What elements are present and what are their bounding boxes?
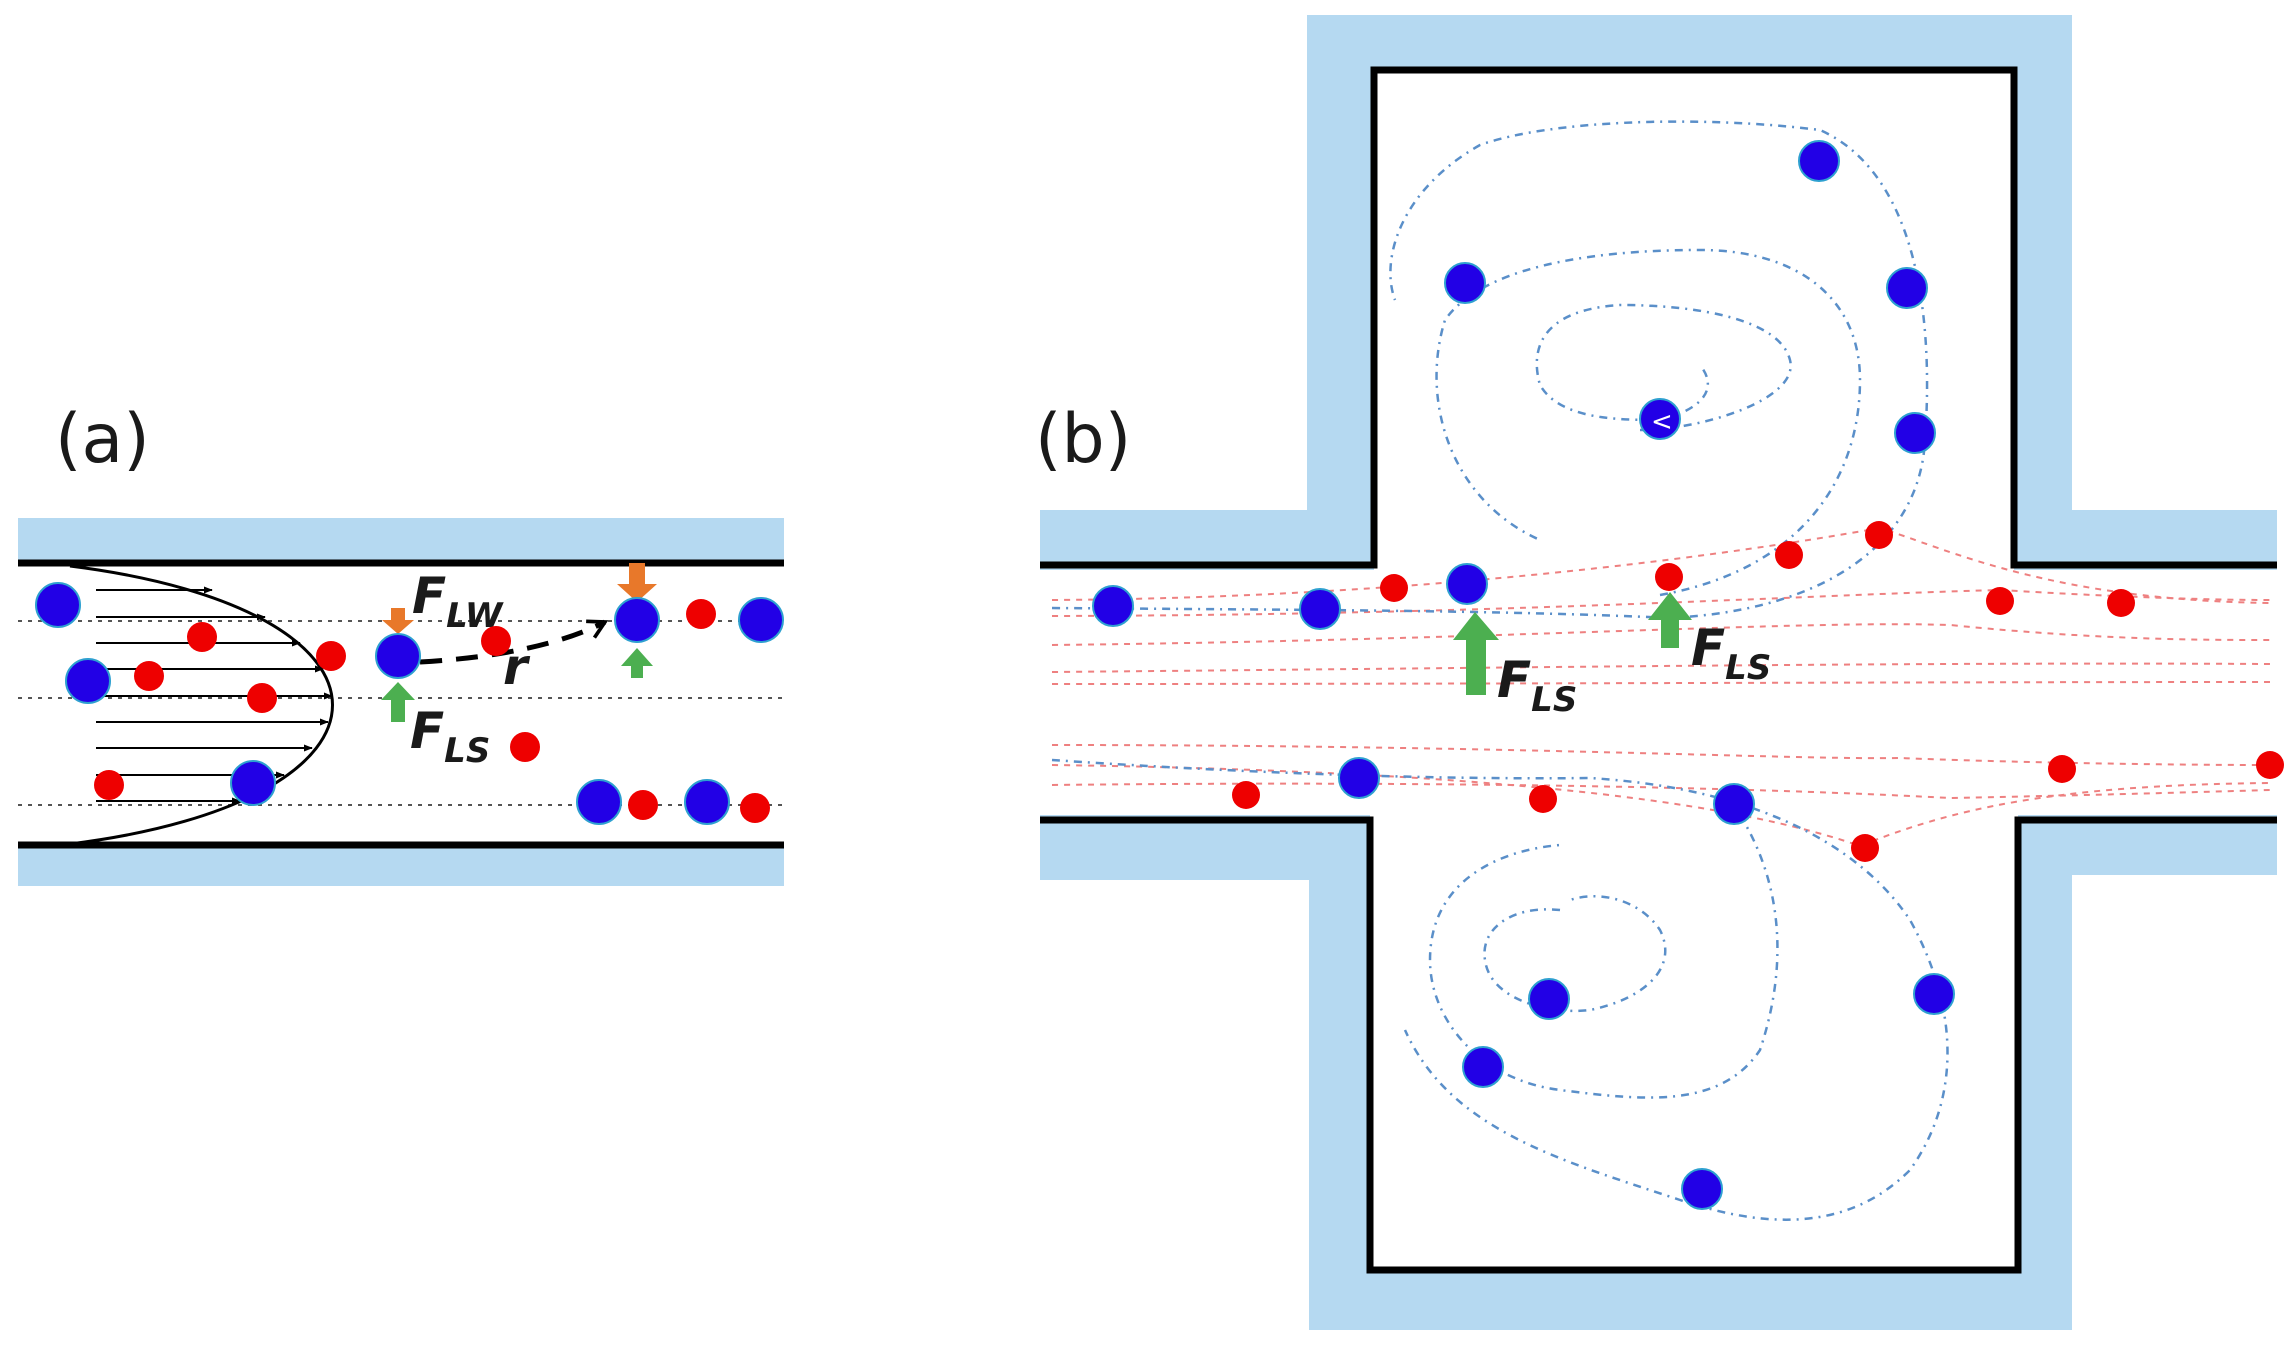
large-particle-trajectories: [1051, 120, 1949, 1221]
small-particles-a: [94, 599, 770, 823]
chamber-upper-boundary: [1040, 66, 2277, 569]
red-trajectory: [1051, 681, 2271, 685]
large-particle: [35, 582, 81, 628]
small-particle: [628, 790, 658, 820]
shear-lift-force-label-b2: FLS: [1691, 619, 1771, 688]
wall-lift-force-label: FLW: [412, 567, 504, 636]
lower-vortex-middle: [1428, 814, 1779, 1099]
red-trajectory: [1051, 588, 2271, 617]
small-particle: [247, 683, 277, 713]
shear-lift-arrow: [1648, 592, 1692, 648]
wall-lift-arrow: [617, 563, 657, 602]
small-particle: [187, 622, 217, 652]
small-particle: [1380, 574, 1408, 602]
channel-a-bottom-wall: [18, 844, 784, 886]
vortex-core-marker: <: [1651, 407, 1673, 437]
small-particle: [1655, 563, 1683, 591]
small-particle: [1775, 541, 1803, 569]
shear-lift-force-label-a: FLS: [410, 702, 490, 771]
large-particle: [1798, 140, 1840, 182]
large-particle: [684, 779, 730, 825]
small-particle: [1986, 587, 2014, 615]
small-particle: [510, 732, 540, 762]
large-particle: [1092, 585, 1134, 627]
large-particle: [1338, 757, 1380, 799]
small-particle: [1529, 785, 1557, 813]
channel-a-top-wall: [18, 518, 784, 564]
small-particles-b: [1232, 521, 2284, 862]
lower-vortex-outer: [1051, 758, 1949, 1221]
small-particle: [2048, 755, 2076, 783]
small-particle: [1851, 834, 1879, 862]
panel-a-label: (a): [55, 400, 150, 479]
small-particle: [1865, 521, 1893, 549]
panel-a: (a) FLW FLS r: [18, 400, 784, 886]
large-particle: [65, 658, 111, 704]
chamber-lower-boundary: [1040, 816, 2277, 1274]
small-particle: [1232, 781, 1260, 809]
panel-b-label: (b): [1035, 400, 1131, 479]
large-particle: [576, 779, 622, 825]
large-particle: [1528, 978, 1570, 1020]
large-particle: [1886, 267, 1928, 309]
red-trajectory: [1051, 744, 2271, 766]
large-particle: [1446, 563, 1488, 605]
large-particle: [614, 597, 660, 643]
lower-vortex-inner: [1483, 895, 1667, 1013]
large-particles-b: [1092, 140, 1955, 1210]
large-particle: [230, 760, 276, 806]
expansion-chamber-upper-wall: [1040, 15, 2277, 570]
small-particle: [316, 641, 346, 671]
red-trajectory: [1051, 526, 2271, 604]
small-particle: [2107, 589, 2135, 617]
wall-lift-arrow: [382, 608, 414, 634]
large-particle: [1462, 1046, 1504, 1088]
velocity-profile: [69, 564, 334, 846]
small-particle: [686, 599, 716, 629]
large-particle: [1681, 1168, 1723, 1210]
large-particle: [1913, 973, 1955, 1015]
shear-lift-arrow: [621, 648, 653, 678]
large-particle: [1444, 262, 1486, 304]
large-particle: [738, 597, 784, 643]
small-particle: [134, 661, 164, 691]
large-particle: [1299, 588, 1341, 630]
red-trajectory: [1051, 662, 2271, 673]
shear-lift-arrow: [1453, 612, 1499, 695]
large-particle: [1713, 783, 1755, 825]
expansion-chamber-lower-wall: [1040, 815, 2277, 1330]
shear-lift-force-label-b1: FLS: [1497, 651, 1577, 720]
small-particle: [2256, 751, 2284, 779]
large-particle: [375, 633, 421, 679]
upper-vortex-middle: [1435, 248, 1862, 597]
small-particle: [94, 770, 124, 800]
shear-lift-arrow: [381, 682, 415, 722]
panel-b: (b) FLS: [1035, 15, 2284, 1330]
large-particle: [1894, 412, 1936, 454]
small-particle: [481, 626, 511, 656]
large-particle: [1639, 398, 1681, 440]
red-trajectory: [1051, 764, 2271, 848]
red-trajectory: [1051, 623, 2271, 646]
small-particle: [740, 793, 770, 823]
large-particles-a: [35, 582, 784, 825]
